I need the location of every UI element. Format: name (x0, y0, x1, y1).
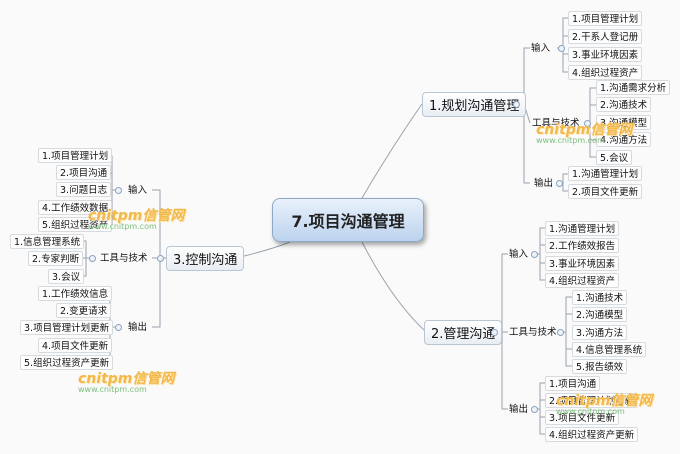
control-input-item[interactable]: 4.工作绩效数据 (38, 200, 113, 215)
manage-input-item[interactable]: 3.事业环境因素 (545, 256, 620, 271)
manage-tools-item[interactable]: 1.沟通技术 (572, 290, 628, 305)
watermark: cnitpm信管网 www.cnitpm.com (536, 119, 632, 145)
control-output-item[interactable]: 3.项目管理计划更新 (20, 320, 114, 335)
manage-output-item[interactable]: 4.组织过程资产更新 (545, 427, 639, 442)
plan-output-item[interactable]: 2.项目文件更新 (568, 184, 643, 199)
plan-input-item[interactable]: 1.项目管理计划 (568, 11, 643, 26)
topic-control-communications[interactable]: 3.控制沟通 (166, 246, 245, 271)
manage-output-label[interactable]: 输出 (509, 404, 529, 415)
control-tools-item[interactable]: 1.信息管理系统 (10, 234, 85, 249)
watermark-brand: cnitpm信管网 (536, 122, 633, 138)
watermark-brand: cnitpm信管网 (88, 208, 185, 224)
watermark: cnitpm信管网 www.cnitpm.com (88, 205, 184, 231)
watermark-url: www.cnitpm.com (556, 407, 625, 416)
plan-input-item[interactable]: 3.事业环境因素 (568, 47, 643, 62)
watermark-brand: cnitpm信管网 (78, 371, 175, 387)
manage-input-item[interactable]: 4.组织过程资产 (545, 273, 620, 288)
plan-tools-item[interactable]: 5.会议 (596, 150, 633, 165)
manage-input-item[interactable]: 2.工作绩效报告 (545, 238, 620, 253)
control-output-item[interactable]: 1.工作绩效信息 (38, 286, 113, 301)
control-input-item[interactable]: 3.问题日志 (56, 182, 112, 197)
collapse-knob-icon[interactable] (115, 187, 122, 194)
watermark-url: www.cnitpm.com (78, 385, 147, 394)
control-input-item[interactable]: 1.项目管理计划 (38, 148, 113, 163)
control-input-label[interactable]: 输入 (128, 185, 148, 196)
control-input-item[interactable]: 5.组织过程资产 (38, 217, 113, 232)
plan-tools-label[interactable]: 工具与技术 (532, 118, 580, 129)
plan-tools-item[interactable]: 3.沟通模型 (596, 115, 652, 130)
plan-input-item[interactable]: 4.组织过程资产 (568, 65, 643, 80)
plan-input-label[interactable]: 输入 (531, 43, 551, 54)
collapse-knob-icon[interactable] (115, 324, 122, 331)
watermark: cnitpm信管网 www.cnitpm.com (78, 368, 174, 394)
control-output-item[interactable]: 4.项目文件更新 (38, 338, 113, 353)
manage-input-item[interactable]: 1.沟通管理计划 (545, 221, 620, 236)
manage-tools-item[interactable]: 3.沟通方法 (572, 325, 628, 340)
watermark: cnitpm信管网 www.cnitpm.com (556, 390, 652, 416)
manage-tools-item[interactable]: 2.沟通模型 (572, 307, 628, 322)
manage-input-label[interactable]: 输入 (509, 249, 529, 260)
watermark-url: www.cnitpm.com (536, 136, 605, 145)
manage-output-item[interactable]: 2.项目管理计划更新 (545, 393, 639, 408)
manage-output-item[interactable]: 1.项目沟通 (545, 376, 601, 391)
topic-plan-communications[interactable]: 1.规划沟通管理 (422, 92, 527, 117)
collapse-knob-icon[interactable] (531, 406, 538, 413)
collapse-knob-icon[interactable] (556, 180, 563, 187)
control-tools-item[interactable]: 2.专家判断 (28, 251, 84, 266)
control-input-item[interactable]: 2.项目沟通 (56, 165, 112, 180)
collapse-knob-icon[interactable] (513, 101, 520, 108)
manage-tools-item[interactable]: 5.报告绩效 (572, 359, 628, 374)
manage-tools-item[interactable]: 4.信息管理系统 (572, 342, 647, 357)
collapse-knob-icon[interactable] (531, 251, 538, 258)
control-tools-item[interactable]: 3.会议 (48, 269, 85, 284)
collapse-knob-icon[interactable] (558, 45, 565, 52)
topic-manage-communications[interactable]: 2.管理沟通 (424, 320, 503, 345)
control-output-item[interactable]: 2.变更请求 (56, 303, 112, 318)
collapse-knob-icon[interactable] (584, 120, 591, 127)
manage-output-item[interactable]: 3.项目文件更新 (545, 410, 620, 425)
control-output-item[interactable]: 5.组织过程资产更新 (20, 355, 114, 370)
plan-output-item[interactable]: 1.沟通管理计划 (568, 166, 643, 181)
plan-input-item[interactable]: 2.干系人登记册 (568, 29, 643, 44)
plan-tools-item[interactable]: 1.沟通需求分析 (596, 80, 671, 95)
collapse-knob-icon[interactable] (557, 329, 564, 336)
plan-tools-item[interactable]: 4.沟通方法 (596, 132, 652, 147)
plan-output-label[interactable]: 输出 (534, 178, 554, 189)
control-output-label[interactable]: 输出 (128, 322, 148, 333)
plan-tools-item[interactable]: 2.沟通技术 (596, 97, 652, 112)
collapse-knob-icon[interactable] (491, 329, 498, 336)
watermark-brand: cnitpm信管网 (556, 393, 653, 409)
collapse-knob-icon[interactable] (89, 255, 96, 262)
collapse-knob-icon[interactable] (157, 255, 164, 262)
central-topic[interactable]: 7.项目沟通管理 (272, 198, 424, 242)
watermark-url: www.cnitpm.com (88, 222, 157, 231)
control-tools-label[interactable]: 工具与技术 (100, 253, 148, 264)
manage-tools-label[interactable]: 工具与技术 (509, 327, 557, 338)
